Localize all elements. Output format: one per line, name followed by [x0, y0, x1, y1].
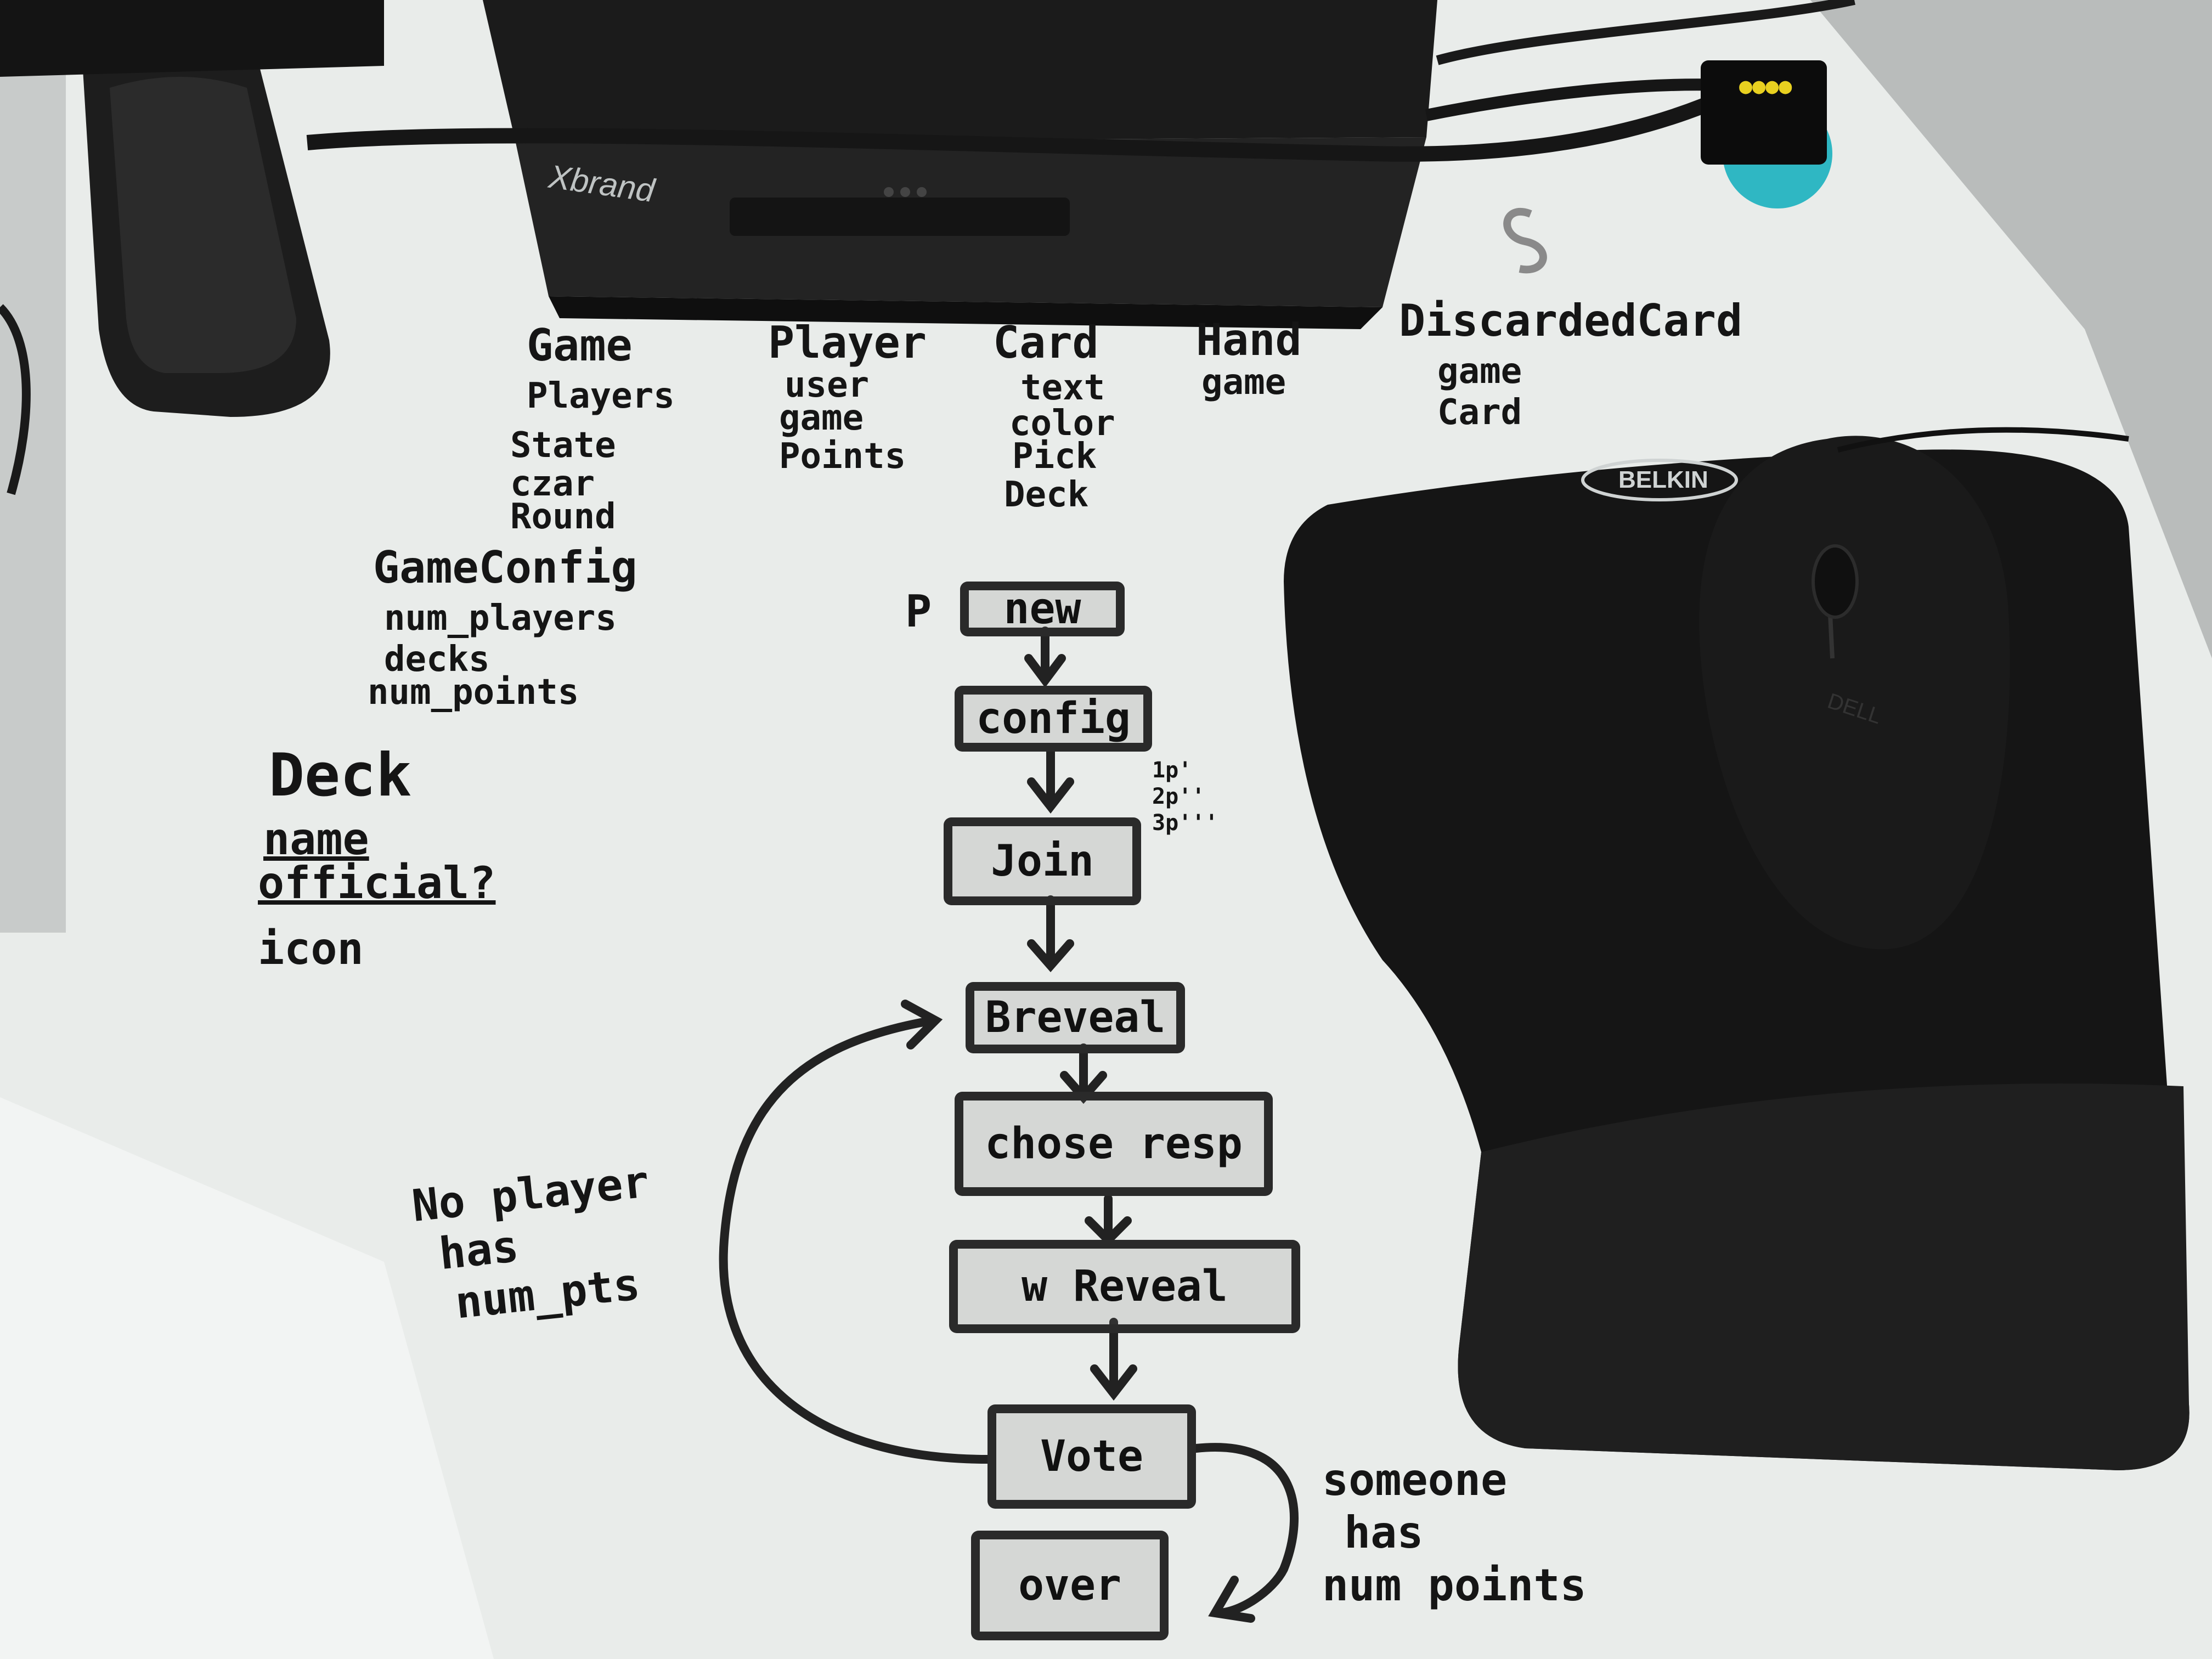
flow-step-join: Join — [944, 817, 1141, 905]
flow-step-label: Vote — [1040, 1432, 1143, 1481]
model-game-title: Game — [527, 320, 633, 371]
model-game-field: Players — [527, 376, 675, 416]
model-player-field: game — [779, 398, 864, 438]
cable — [0, 304, 31, 495]
model-gameconfig-field: num_players — [384, 598, 617, 639]
flow-step-w-reveal: w Reveal — [949, 1240, 1300, 1333]
model-gameconfig-title: GameConfig — [373, 542, 637, 593]
mousepad-brand-label: BELKIN — [1618, 466, 1708, 493]
flow-step-label: new — [1003, 584, 1081, 634]
model-card-field: text — [1020, 368, 1105, 408]
model-hand-field: game — [1201, 362, 1286, 403]
join-note-line: 2p'' — [1152, 784, 1205, 809]
model-player-field: Points — [779, 436, 906, 477]
mouse — [1699, 427, 2129, 950]
router-device — [483, 0, 1437, 329]
flow-arrows — [719, 627, 1299, 1623]
cable — [306, 75, 1759, 162]
model-player-title: Player — [768, 317, 927, 368]
exit-condition-label: someone has num points — [1322, 1454, 1587, 1612]
flow-step-over: over — [971, 1531, 1169, 1640]
flow-step-label: chose resp — [985, 1119, 1243, 1169]
flow-step-label: Breveal — [985, 993, 1166, 1042]
flow-prefix-label: P — [905, 586, 932, 637]
join-note-line: 1p' — [1152, 758, 1192, 783]
model-game-field: State — [510, 425, 616, 466]
flow-step-chose-resp: chose resp — [955, 1092, 1273, 1196]
model-discarded-field: game — [1437, 351, 1522, 392]
model-card-field: Deck — [1004, 475, 1089, 515]
flow-step-label: w Reveal — [1022, 1262, 1228, 1311]
model-discarded-field: Card — [1437, 392, 1522, 433]
flow-step-label: over — [1018, 1561, 1121, 1610]
model-player-field: user — [785, 365, 870, 405]
model-deck-field: name — [263, 814, 369, 865]
model-game-field: Round — [510, 496, 616, 537]
model-deck-field: official? — [258, 857, 496, 909]
cable — [1436, 0, 1855, 65]
fuzzy-ball-toy: ●●●● — [1701, 60, 1832, 208]
model-deck-title: Deck — [269, 741, 412, 810]
s-hook-icon — [1503, 207, 1547, 274]
svg-text:●●●●: ●●●● — [1739, 74, 1792, 99]
model-gameconfig-field: num_points — [368, 672, 579, 713]
flow-step-label: config — [976, 694, 1131, 743]
flow-step-config: config — [955, 686, 1152, 752]
model-game-field: czar — [510, 464, 595, 504]
flow-step-breveal: Breveal — [966, 982, 1185, 1053]
loop-condition-label: No player has num_pts — [410, 1156, 662, 1332]
model-gameconfig-field: decks — [384, 639, 490, 680]
join-note-line: 3p''' — [1152, 810, 1218, 836]
exit-condition-line: num points — [1322, 1560, 1587, 1611]
flow-step-new: new — [960, 582, 1125, 636]
model-card-title: Card — [993, 317, 1099, 368]
model-card-field: Pick — [1012, 436, 1097, 477]
flow-step-vote: Vote — [988, 1404, 1196, 1509]
exit-condition-line: has — [1344, 1507, 1424, 1558]
model-deck-field: icon — [258, 923, 364, 974]
exit-condition-line: someone — [1322, 1454, 1508, 1505]
model-hand-title: Hand — [1196, 314, 1302, 365]
black-pouch — [0, 0, 384, 417]
model-discarded-title: DiscardedCard — [1399, 295, 1743, 346]
model-card-field: color — [1009, 403, 1115, 444]
join-note: 1p' 2p'' 3p''' — [1152, 757, 1218, 836]
flow-step-label: Join — [991, 837, 1094, 886]
